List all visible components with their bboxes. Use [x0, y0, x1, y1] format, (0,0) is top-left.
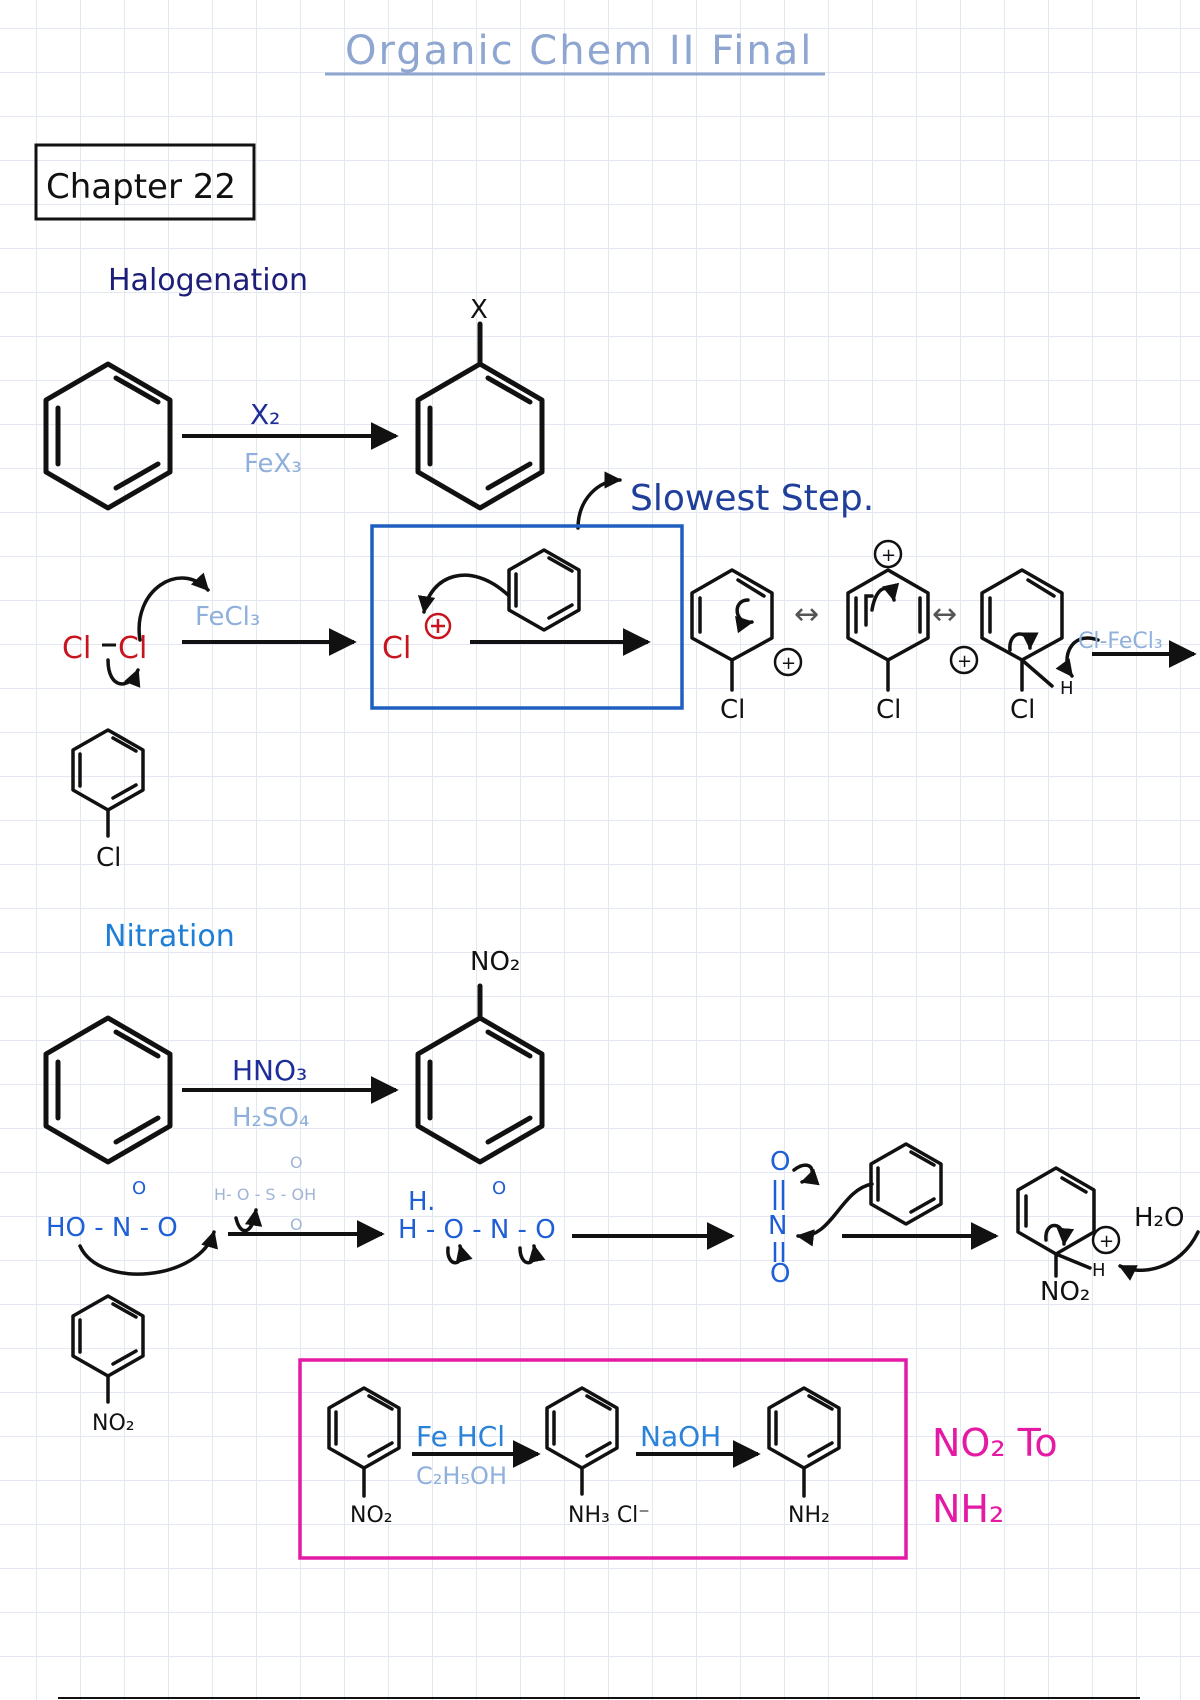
nitration-reagent-top: HNO₃	[232, 1054, 307, 1087]
nitric-proton-arrow	[78, 1230, 218, 1276]
sulfuric-bond-arrow	[234, 1208, 263, 1233]
chlorine-right: Cl	[118, 631, 147, 666]
bond-break-arrow	[106, 658, 141, 688]
protonated-o-top: O	[492, 1178, 506, 1199]
sulfuric-o-bottom: O	[290, 1215, 303, 1234]
nitrobenzene-final	[71, 1294, 145, 1404]
nitration-reagent-bottom: H₂SO₄	[232, 1103, 309, 1133]
sulfuric-acid: H- O - S - OH	[214, 1185, 316, 1204]
base-clfecl3: Cl-FeCl₃	[1078, 629, 1163, 654]
anilinium-intermediate	[545, 1386, 619, 1496]
electrophile-chlorine: Cl	[382, 631, 411, 666]
reduction-reagent1-top: Fe HCl	[416, 1420, 505, 1453]
svg-text:+: +	[881, 545, 896, 566]
benzene-reactant-nitration	[46, 1018, 170, 1162]
nitrobenzene-product	[418, 983, 542, 1162]
protonated-h-top: H.	[408, 1187, 435, 1217]
nitronium-o-top: O	[770, 1147, 790, 1177]
resonance-arrow-icon: ↔	[794, 597, 819, 632]
chapter-box	[34, 143, 256, 221]
halogenation-reagent-bottom: FeX₃	[244, 449, 302, 479]
resonance-cl-1: Cl	[720, 695, 745, 725]
water-leaving-arrow	[446, 1244, 473, 1265]
arenium-resonance-1: +	[690, 568, 803, 692]
slowest-step-note: Slowest Step.	[630, 478, 874, 519]
reduction-start-nitrobenzene	[327, 1386, 401, 1498]
nitrobenzene-substituent: NO₂	[92, 1411, 135, 1436]
aniline-substituent: NH₂	[788, 1503, 830, 1528]
chlorine-left: Cl	[62, 631, 91, 666]
svg-text:+: +	[781, 653, 796, 674]
water-base: H₂O	[1134, 1203, 1184, 1233]
svg-text:+: +	[1099, 1231, 1114, 1252]
benzene-reactant-halogenation	[46, 364, 170, 508]
resonance-cl-3: Cl	[1010, 695, 1035, 725]
electron-push-arrow	[137, 572, 210, 642]
chlorobenzene-product	[71, 728, 145, 838]
chlorobenzene-substituent: Cl	[96, 843, 121, 873]
arenium-resonance-3: +	[949, 568, 1100, 692]
attack-arrow	[417, 573, 510, 614]
reduction-note-line1: NO₂ To	[932, 1421, 1058, 1465]
reduction-reagent2-top: NaOH	[640, 1420, 721, 1453]
reduction-reagent1-bottom: C₂H₅OH	[416, 1462, 507, 1490]
fecl3-catalyst: FeCl₃	[195, 602, 260, 632]
slow-step-box	[370, 524, 684, 710]
sigma-complex-substituent: NO₂	[1040, 1277, 1090, 1307]
nitration-heading: Nitration	[104, 919, 235, 954]
chapter-label: Chapter 22	[46, 167, 236, 207]
halogenation-heading: Halogenation	[108, 263, 308, 298]
page-title: Organic Chem II Final	[345, 28, 813, 74]
aniline-product	[767, 1386, 841, 1498]
svg-text:+: +	[957, 651, 972, 672]
nitronium-n: N	[768, 1211, 787, 1241]
benzene-nucleophile-nitration	[869, 1142, 943, 1226]
nitration-product-substituent: NO₂	[470, 947, 520, 977]
nitric-acid-o-top: O	[132, 1178, 146, 1199]
slowest-step-pointer	[576, 471, 622, 530]
nitration-sigma-complex: +	[1016, 1166, 1200, 1281]
halogenation-product-substituent: X	[470, 295, 488, 325]
nitric-acid: HO - N - O	[46, 1213, 178, 1243]
positive-charge-icon	[424, 612, 452, 640]
reduction-start-substituent: NO₂	[350, 1503, 393, 1528]
nitronium-o-bottom: O	[770, 1259, 790, 1289]
halobenzene-product	[418, 321, 542, 508]
sigma-complex-hydrogen: H	[1092, 1260, 1106, 1281]
reduction-note-line2: NH₂	[932, 1487, 1004, 1531]
halogenation-reagent-top: X₂	[250, 398, 280, 431]
nitration-attack-arrow	[796, 1182, 874, 1247]
sulfuric-o-top: O	[290, 1153, 303, 1172]
arenium-resonance-2: +	[846, 539, 930, 692]
anilinium-substituent: NH₃ Cl⁻	[568, 1503, 650, 1528]
nitrogen-pi-arrow	[518, 1244, 546, 1265]
protonated-nitric-acid: H - O - N - O	[398, 1215, 556, 1245]
nitronium-arrow	[792, 1163, 820, 1186]
reduction-box	[298, 1358, 908, 1560]
arenium-hydrogen: H	[1060, 678, 1074, 699]
benzene-nucleophile	[507, 548, 581, 632]
resonance-cl-2: Cl	[876, 695, 901, 725]
resonance-arrow-icon-2: ↔	[932, 597, 957, 632]
